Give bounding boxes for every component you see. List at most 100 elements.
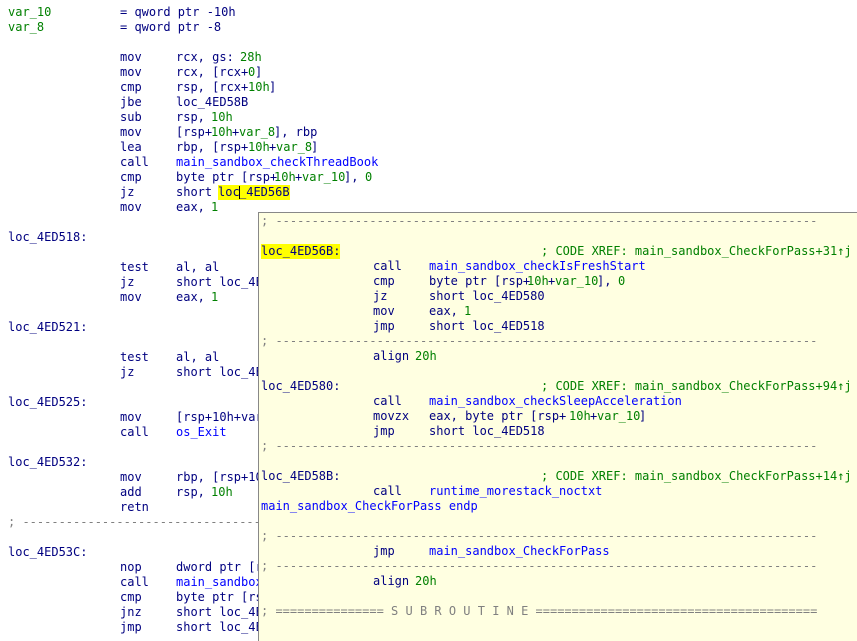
instruction-operand: rcx, [rcx+: [176, 65, 249, 79]
function-reference[interactable]: main_sandbox_CheckForPass: [429, 544, 610, 558]
instruction-operand: 10h: [274, 170, 296, 184]
instruction-operand: 10h: [569, 409, 591, 423]
instruction-operand: 10h: [527, 274, 549, 288]
popup-line[interactable]: ; =============== S U B R O U T I N E ==…: [259, 604, 857, 619]
main-line[interactable]: loc_4ED521:: [0, 320, 857, 335]
separator-line: ; --------------------------------------…: [261, 214, 818, 228]
instruction-operand: byte ptr [rsp+: [176, 170, 278, 184]
main-line[interactable]: mov[rsp+10h+var_8], rbp: [0, 125, 857, 140]
code-label[interactable]: loc_4ED56B:: [261, 244, 341, 259]
main-line[interactable]: retn: [0, 500, 857, 515]
main-line[interactable]: mov[rsp+10h+var: [0, 410, 857, 425]
main-line[interactable]: ; -----------------------------------: [0, 515, 857, 530]
code-label[interactable]: loc_4ED521:: [8, 320, 88, 334]
main-line[interactable]: loc_4ED532:: [0, 455, 857, 470]
code-label[interactable]: loc_4ED525:: [8, 395, 88, 409]
function-reference[interactable]: main_sandbox_checkIsFreshStart: [429, 259, 646, 273]
popup-line[interactable]: ; --------------------------------------…: [259, 529, 857, 544]
instruction-operand: short loc_4ED580: [429, 289, 545, 303]
instruction-mnemonic: retn: [120, 500, 149, 514]
instruction-operand: +: [548, 274, 556, 288]
code-label[interactable]: loc_4ED518:: [8, 230, 88, 244]
popup-line[interactable]: main_sandbox_CheckForPass endp: [259, 499, 857, 514]
instruction-mnemonic: mov: [120, 125, 142, 139]
popup-line[interactable]: ; --------------------------------------…: [259, 214, 857, 229]
instruction-mnemonic: sub: [120, 110, 142, 124]
function-reference[interactable]: main_sandbox_checkSleepAcceleration: [429, 394, 682, 408]
main-line[interactable]: loc_4ED525:: [0, 395, 857, 410]
popup-line[interactable]: ; --------------------------------------…: [259, 559, 857, 574]
popup-line[interactable]: loc_4ED56B:; CODE XREF: main_sandbox_Che…: [259, 244, 857, 259]
main-line[interactable]: var_10= qword ptr -10h: [0, 5, 857, 20]
instruction-mnemonic: lea: [120, 140, 142, 154]
instruction-operand: var_10: [302, 170, 346, 184]
separator-line: ; =============== S U B R O U T I N E ==…: [261, 604, 818, 618]
instruction-mnemonic: cmp: [120, 590, 142, 604]
instruction-mnemonic: align: [373, 574, 410, 588]
instruction-operand: eax,: [176, 290, 213, 304]
function-reference[interactable]: main_sandbox_CheckForPass endp: [261, 499, 478, 513]
code-label[interactable]: loc_4ED53C:: [8, 545, 88, 559]
main-line[interactable]: loc_4ED518:: [0, 230, 857, 245]
instruction-operand: short loc_4ED518: [429, 319, 545, 333]
code-label[interactable]: loc_4ED532:: [8, 455, 88, 469]
code-label[interactable]: loc_4ED58B:: [261, 469, 341, 483]
instruction-mnemonic: jmp: [120, 620, 142, 634]
popup-line[interactable]: ; --------------------------------------…: [259, 439, 857, 454]
popup-line[interactable]: loc_4ED58B:; CODE XREF: main_sandbox_Che…: [259, 469, 857, 484]
function-reference[interactable]: main_sandbox_checkThreadBook: [176, 155, 379, 169]
instruction-operand: eax,: [429, 304, 466, 318]
instruction-operand: rsp,: [176, 485, 213, 499]
popup-line[interactable]: ; --------------------------------------…: [259, 334, 857, 349]
instruction-operand: +: [269, 140, 277, 154]
instruction-operand: short loc_4E: [176, 365, 263, 379]
code-label[interactable]: loc_4ED580:: [261, 379, 341, 393]
instruction-mnemonic: jbe: [120, 95, 142, 109]
instruction-operand: byte ptr [rsp+: [429, 274, 531, 288]
separator-line: ; --------------------------------------…: [261, 439, 818, 453]
instruction-operand: rbp, [rsp+: [176, 140, 249, 154]
instruction-operand: short: [176, 185, 220, 199]
function-reference[interactable]: os_Exit: [176, 425, 227, 439]
function-reference[interactable]: runtime_morestack_noctxt: [429, 484, 603, 498]
main-line[interactable]: var_8= qword ptr -8: [0, 20, 857, 35]
popup-line[interactable]: loc_4ED580:; CODE XREF: main_sandbox_Che…: [259, 379, 857, 394]
instruction-mnemonic: mov: [120, 410, 142, 424]
function-reference[interactable]: main_sandbox: [176, 575, 263, 589]
main-line[interactable]: loc_4ED53C:: [0, 545, 857, 560]
